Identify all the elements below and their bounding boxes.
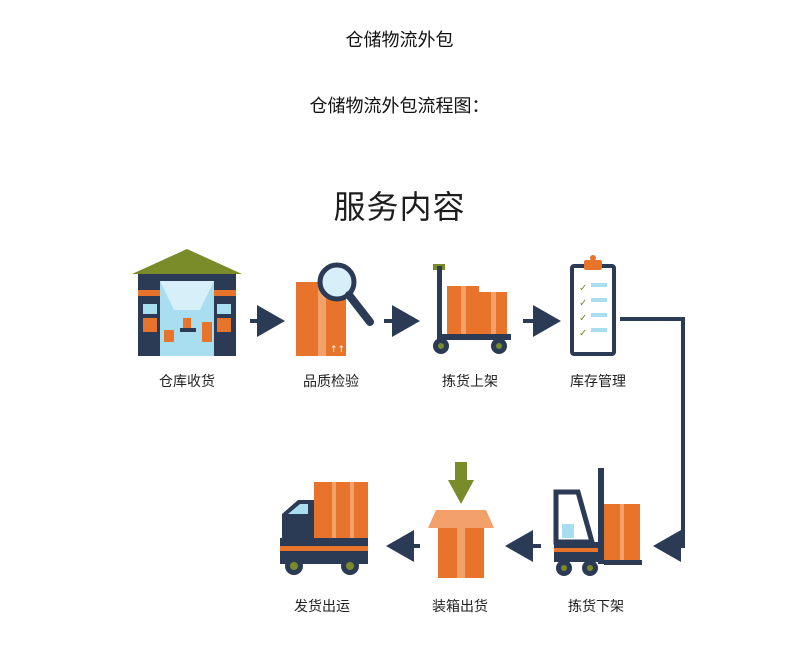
step-label-putaway: 拣货上架	[442, 374, 498, 390]
step-label-inspection: 品质检验	[303, 374, 359, 390]
open-box-icon	[428, 462, 494, 578]
step-label-shipping: 发货出运	[294, 599, 350, 615]
diagram-heading: 服务内容	[333, 188, 466, 226]
warehouse-icon	[132, 249, 242, 356]
svg-text:✓: ✓	[579, 328, 587, 339]
step-label-inventory: 库存管理	[570, 374, 626, 390]
arrow-4-to-5	[620, 317, 685, 562]
hand-truck-icon	[433, 264, 511, 354]
document-title: 仓储物流外包	[345, 30, 454, 51]
step-label-receiving: 仓库收货	[159, 374, 215, 390]
clipboard-checklist-icon: ✓ ✓ ✓ ✓	[570, 255, 616, 356]
step-label-picking: 拣货下架	[568, 599, 624, 615]
svg-text:✓: ✓	[579, 298, 587, 309]
svg-text:✓: ✓	[579, 313, 587, 324]
document-subtitle: 仓储物流外包流程图：	[309, 96, 490, 117]
svg-text:↑↑: ↑↑	[330, 345, 345, 355]
svg-text:✓: ✓	[579, 283, 587, 294]
step-label-packing: 装箱出货	[432, 599, 488, 615]
forklift-icon	[553, 468, 642, 576]
magnifier-inspection-icon: ↑↑	[296, 262, 374, 356]
delivery-truck-icon	[280, 482, 368, 575]
